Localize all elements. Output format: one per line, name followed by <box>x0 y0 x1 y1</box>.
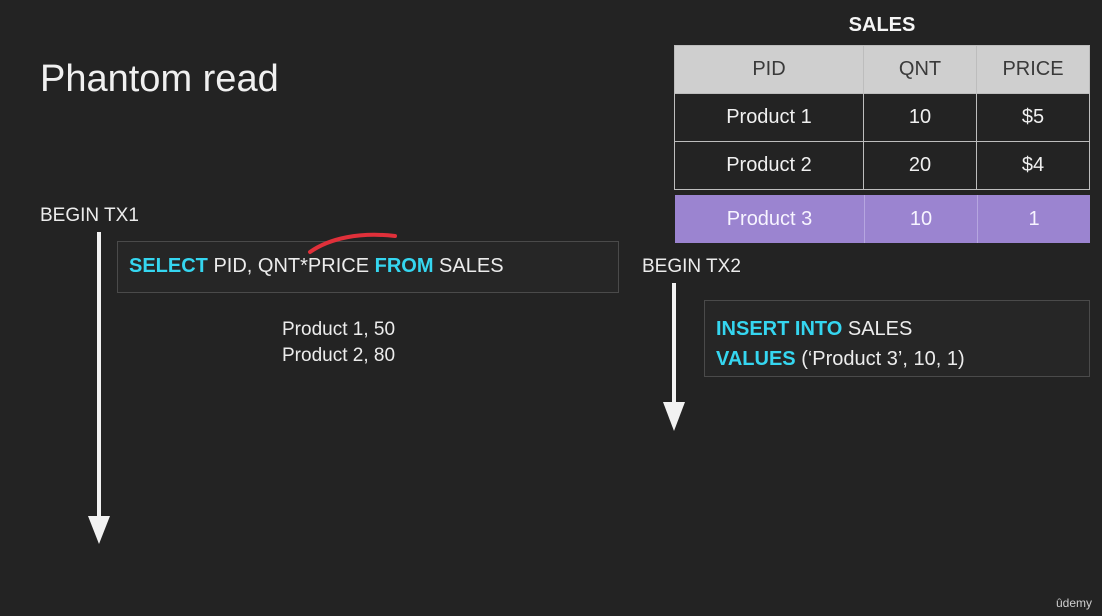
header-price: PRICE <box>976 45 1090 94</box>
insert-line: INSERT INTO SALES <box>716 314 1089 344</box>
sales-header-row: PID QNT PRICE <box>674 45 1090 94</box>
annotation-stroke <box>308 232 397 254</box>
tx1-label: BEGIN TX1 <box>40 205 139 226</box>
slide-title: Phantom read <box>40 58 279 100</box>
cell-pid: Product 1 <box>674 93 864 142</box>
result-line-1: Product 1, 50 <box>282 319 396 340</box>
cell-qnt: 10 <box>863 93 977 142</box>
tx2-label: BEGIN TX2 <box>642 256 741 277</box>
inserted-cell-price: 1 <box>1028 207 1040 230</box>
cell-qnt: 20 <box>863 141 977 190</box>
values-line: VALUES (‘Product 3’, 10, 1) <box>716 344 1089 374</box>
result-line-2: Product 2, 80 <box>282 345 396 366</box>
inserted-row-product-3: Product 3 10 1 <box>675 195 1090 243</box>
table-row: Product 1 10 $5 <box>674 93 1090 142</box>
select-columns: PID, QNT*PRICE <box>207 255 375 277</box>
values-tuple: (‘Product 3’, 10, 1) <box>795 348 965 370</box>
insert-into-keyword: INSERT INTO <box>716 318 843 340</box>
tx1-timeline-arrow <box>88 232 110 544</box>
from-table: SALES <box>433 255 504 277</box>
sales-table-title: SALES <box>848 14 916 36</box>
sales-table: PID QNT PRICE Product 1 10 $5 Product 2 … <box>674 45 1090 190</box>
inserted-cell-qnt: 10 <box>865 195 978 243</box>
header-qnt: QNT <box>863 45 977 94</box>
tx2-insert-query: INSERT INTO SALES VALUES (‘Product 3’, 1… <box>704 300 1090 377</box>
insert-table: SALES <box>842 318 913 340</box>
udemy-watermark: ûdemy <box>1055 596 1092 610</box>
values-keyword: VALUES <box>716 348 796 370</box>
select-keyword: SELECT <box>129 255 208 277</box>
tx1-select-query: SELECT PID, QNT*PRICE FROM SALES <box>117 241 619 293</box>
cell-price: $4 <box>976 141 1090 190</box>
header-pid: PID <box>674 45 864 94</box>
from-keyword: FROM <box>374 255 434 277</box>
tx2-timeline-arrow <box>663 283 685 431</box>
cell-pid: Product 2 <box>674 141 864 190</box>
cell-price: $5 <box>976 93 1090 142</box>
inserted-cell-pid: Product 3 <box>675 195 865 243</box>
table-row: Product 2 20 $4 <box>674 141 1090 190</box>
